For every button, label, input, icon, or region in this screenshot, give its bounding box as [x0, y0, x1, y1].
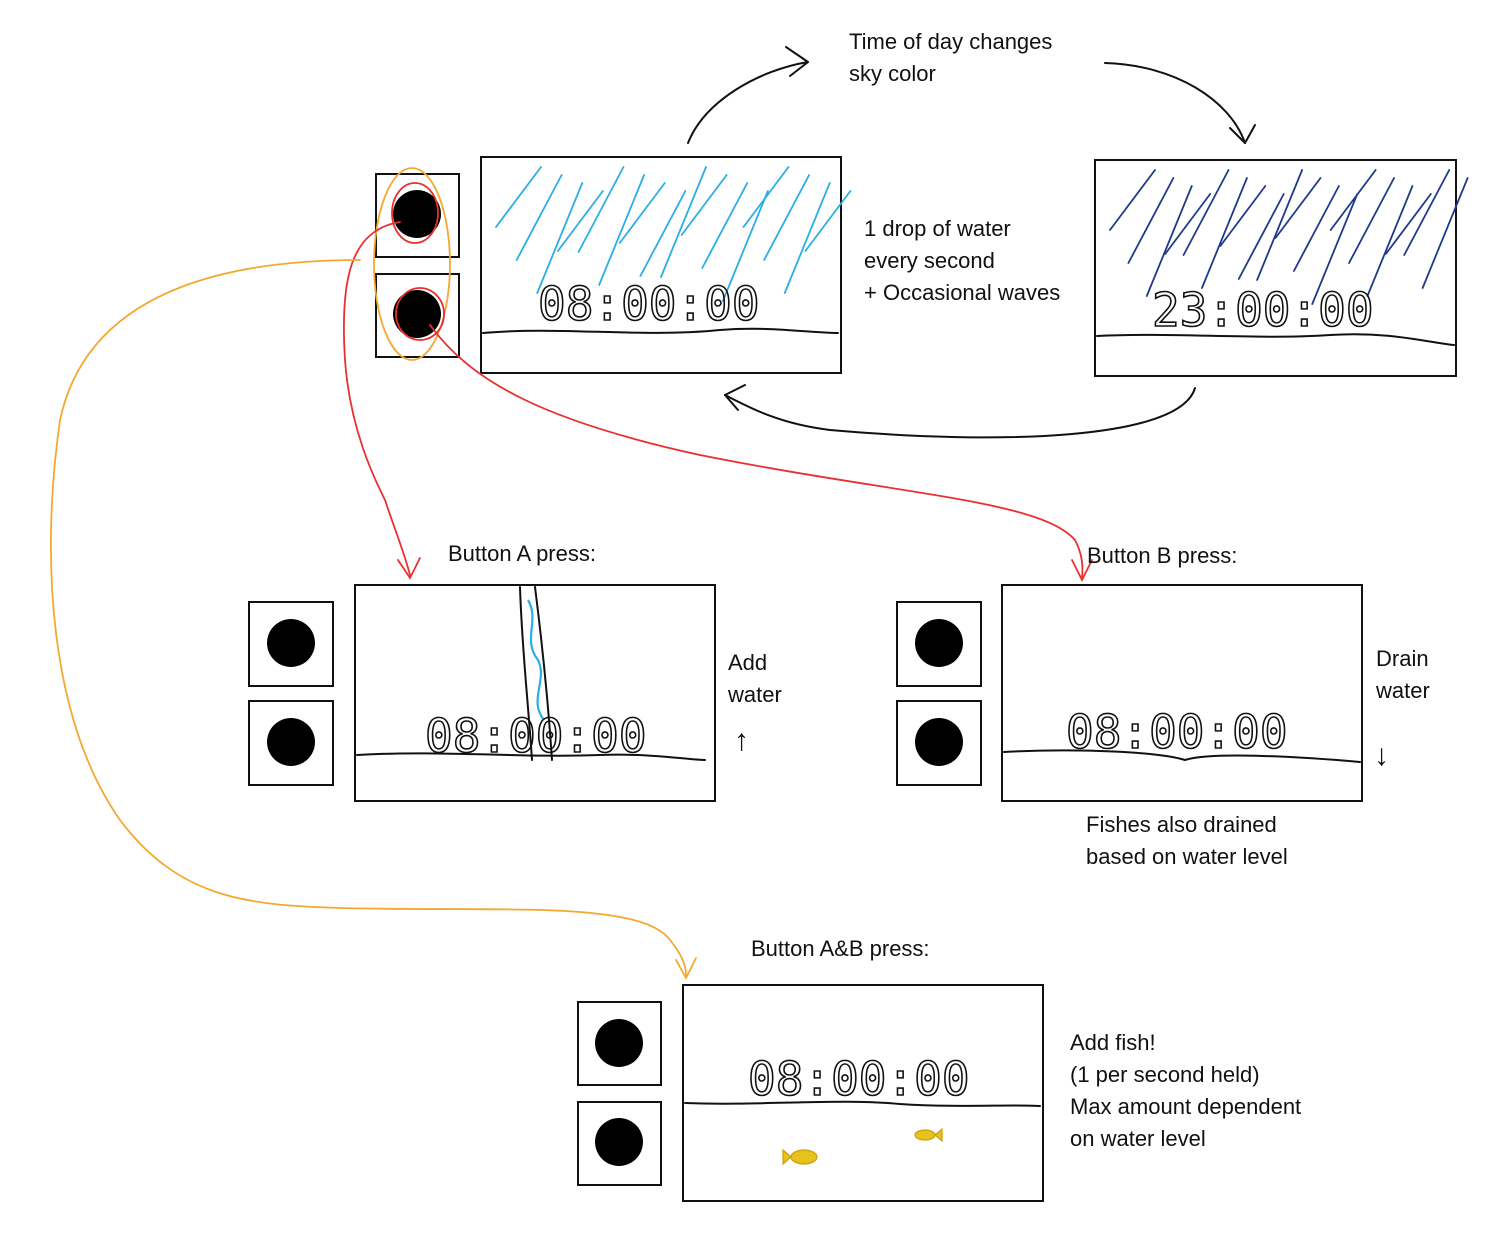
cycle-arrow-right-head — [1229, 124, 1256, 144]
device-button-b: 08:00:00 — [896, 584, 1363, 802]
cycle-arrow-right — [1104, 62, 1246, 144]
device-button-a: 08:00:00 — [248, 584, 716, 802]
button-b — [393, 290, 441, 338]
link-button-b — [429, 324, 1084, 579]
fish-2 — [914, 1127, 943, 1143]
screen-day — [480, 156, 842, 374]
sky-stroke — [618, 182, 666, 244]
sky-stroke — [783, 182, 831, 294]
water-line-day — [482, 327, 839, 334]
arrow-down-icon: ↓ — [1374, 739, 1389, 772]
clock-button-ab: 08:00:00 — [748, 1052, 970, 1106]
link-button-ab-head — [675, 957, 697, 980]
sky-stroke — [1384, 193, 1432, 255]
waterfall-stream — [527, 599, 545, 721]
screen-button-b — [1001, 584, 1363, 802]
cycle-arrow-up — [687, 61, 809, 144]
title-button-b: Button B press: — [1087, 543, 1238, 568]
both-buttons-highlight — [373, 167, 451, 361]
button-a — [267, 619, 315, 667]
arrow-up-icon: ↑ — [734, 724, 749, 757]
clock-night: 23:00:00 — [1152, 283, 1374, 337]
sky-stroke — [763, 174, 811, 261]
button-a-highlight — [391, 182, 439, 244]
sky-stroke — [1329, 169, 1377, 231]
water-line-button-b — [1003, 749, 1361, 763]
sky-stroke — [1366, 185, 1414, 297]
cycle-arrow-back — [724, 387, 1196, 439]
sky-stroke — [1145, 185, 1193, 297]
sky-stroke — [639, 190, 687, 277]
sky-stroke — [1201, 177, 1248, 289]
sky-stroke — [1421, 177, 1469, 289]
note-drip: 1 drop of water every second + Occasiona… — [864, 216, 1061, 305]
note-fishes-drained: Fishes also drained based on water level — [1086, 812, 1288, 869]
link-button-ab — [50, 259, 687, 976]
sky-stroke — [1164, 193, 1212, 255]
sky-stroke — [598, 174, 646, 286]
button-a — [595, 1019, 643, 1067]
note-time-of-day: Time of day changes sky color — [849, 29, 1053, 86]
sky-rain-day — [495, 166, 852, 302]
sky-stroke — [1219, 185, 1267, 247]
note-drain-water: Drain water — [1376, 646, 1430, 703]
button-b — [915, 718, 963, 766]
link-button-a — [342, 221, 411, 576]
sky-stroke — [1256, 169, 1304, 281]
screen-night — [1094, 159, 1457, 377]
sky-stroke — [1274, 177, 1322, 239]
sky-stroke — [577, 166, 625, 253]
cycle-arrow-back-head — [724, 384, 746, 411]
device-night: 23:00:00 — [1094, 159, 1469, 377]
title-button-a: Button A press: — [448, 541, 596, 566]
cycle-arrow-up-head — [785, 46, 809, 77]
sky-stroke — [1311, 193, 1359, 305]
sky-stroke — [721, 190, 769, 302]
sky-stroke — [1182, 169, 1230, 256]
sky-stroke — [701, 182, 749, 269]
water-line-night — [1096, 333, 1455, 346]
button-b-highlight — [395, 287, 445, 341]
water-line-button-ab — [684, 1100, 1041, 1107]
button-a — [393, 190, 441, 238]
device-button-ab: 08:00:00 — [577, 984, 1044, 1202]
sky-stroke — [804, 190, 852, 252]
sky-stroke — [515, 174, 563, 261]
device-day: 08:00:00 — [375, 156, 852, 374]
waterfall-right-edge — [534, 586, 553, 761]
sky-stroke — [556, 190, 604, 252]
water-line-button-a — [356, 752, 706, 761]
sky-stroke — [1109, 169, 1156, 231]
sky-stroke — [1348, 177, 1395, 264]
sky-stroke — [536, 182, 584, 294]
title-button-ab: Button A&B press: — [751, 936, 930, 961]
sky-stroke — [742, 166, 790, 228]
clock-day: 08:00:00 — [538, 277, 760, 331]
sky-stroke — [1403, 169, 1451, 256]
waterfall-left-edge — [519, 586, 533, 761]
note-add-fish: Add fish! (1 per second held) Max amount… — [1070, 1030, 1302, 1151]
sky-stroke — [1292, 185, 1340, 272]
link-button-b-head — [1071, 559, 1093, 583]
fish-1 — [782, 1148, 818, 1166]
note-add-water: Add water — [728, 650, 782, 707]
button-b — [595, 1118, 643, 1166]
sky-stroke — [1127, 177, 1175, 264]
screen-button-a — [354, 584, 716, 802]
sky-stroke — [1237, 193, 1285, 280]
sky-rain-night — [1109, 169, 1469, 305]
sky-stroke — [660, 166, 707, 278]
link-button-a-head — [397, 557, 421, 580]
sky-stroke — [495, 166, 542, 228]
sky-stroke — [680, 174, 728, 236]
screen-button-ab — [682, 984, 1044, 1202]
button-a — [915, 619, 963, 667]
button-b — [267, 718, 315, 766]
